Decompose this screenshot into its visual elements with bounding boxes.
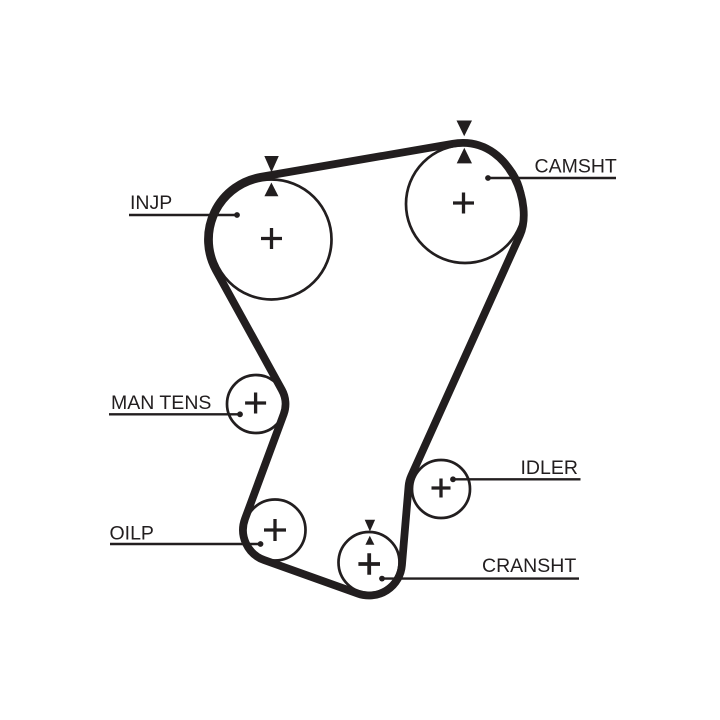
svg-text:MAN TENS: MAN TENS — [111, 392, 211, 414]
svg-text:CAMSHT: CAMSHT — [535, 156, 617, 178]
svg-text:OILP: OILP — [110, 523, 154, 545]
svg-text:CRANSHT: CRANSHT — [482, 555, 576, 577]
svg-text:IDLER: IDLER — [521, 457, 578, 479]
svg-text:INJP: INJP — [130, 192, 172, 214]
